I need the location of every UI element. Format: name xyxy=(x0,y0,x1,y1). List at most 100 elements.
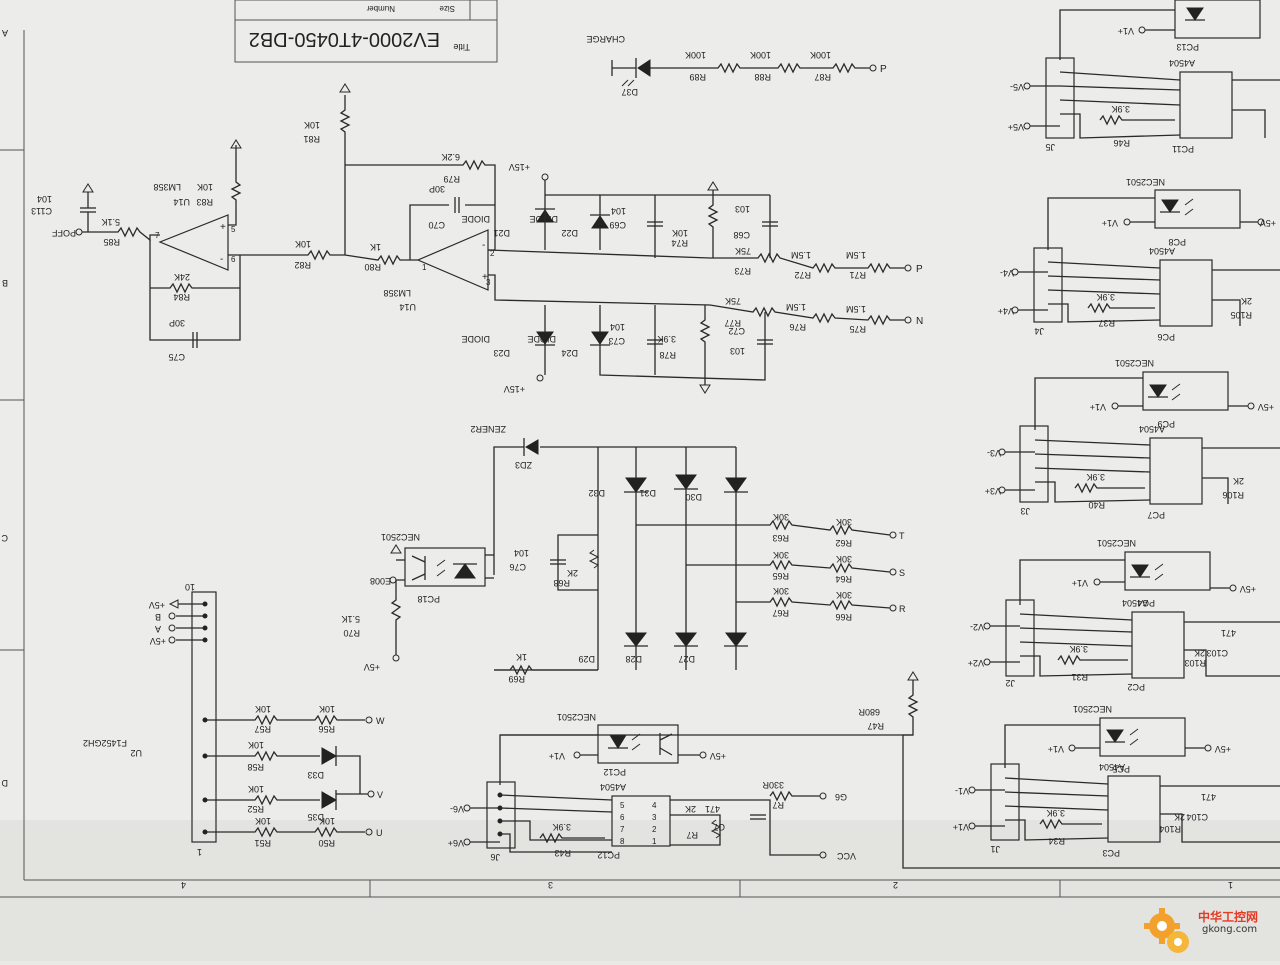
svg-text:C7: C7 xyxy=(713,822,725,832)
svg-text:D33: D33 xyxy=(307,770,324,780)
svg-text:NEC2501: NEC2501 xyxy=(1097,538,1136,548)
svg-text:A4504: A4504 xyxy=(1099,762,1125,772)
size-label: Size xyxy=(439,4,455,13)
svg-text:10K: 10K xyxy=(248,784,264,794)
svg-text:R63: R63 xyxy=(772,533,789,543)
drawing-title: EV2000-4T0450-DB2 xyxy=(249,28,440,50)
svg-text:NEC2501: NEC2501 xyxy=(1126,177,1165,187)
svg-text:PC9: PC9 xyxy=(1157,419,1175,429)
svg-text:V6-: V6- xyxy=(450,804,464,814)
svg-text:NEC2501: NEC2501 xyxy=(1115,358,1154,368)
zone-row-c: C xyxy=(1,533,8,543)
svg-text:C76: C76 xyxy=(509,562,526,572)
svg-text:471: 471 xyxy=(705,804,720,814)
svg-text:R81: R81 xyxy=(303,134,320,144)
svg-text:+5V: +5V xyxy=(150,636,166,646)
svg-text:F1452GH2: F1452GH2 xyxy=(83,738,127,748)
svg-text:D21: D21 xyxy=(493,228,510,238)
svg-text:+5V: +5V xyxy=(1260,218,1276,228)
svg-text:+: + xyxy=(482,272,488,283)
svg-text:10K: 10K xyxy=(197,182,213,192)
svg-text:30K: 30K xyxy=(773,550,789,560)
svg-text:PC2: PC2 xyxy=(1127,682,1145,692)
svg-text:V4-: V4- xyxy=(1000,268,1014,278)
svg-text:R85: R85 xyxy=(103,237,120,247)
svg-text:3.9K: 3.9K xyxy=(1086,472,1105,482)
opamp-u14-a-icon xyxy=(416,229,489,291)
svg-text:30K: 30K xyxy=(773,586,789,596)
charge-indicator: P 100K R87 100K R88 100K R89 CHARGE D37 xyxy=(586,34,887,97)
svg-text:J2: J2 xyxy=(1005,678,1015,688)
svg-text:U: U xyxy=(376,828,383,838)
svg-text:+5V: +5V xyxy=(1258,402,1274,412)
svg-text:P: P xyxy=(916,264,923,275)
driver-j5: PC13 V1+ J5 V5- V5+ 3.9K R46 A4504 PC11 xyxy=(1008,0,1280,154)
svg-text:8: 8 xyxy=(620,837,625,846)
svg-text:U2: U2 xyxy=(130,748,142,758)
svg-text:U14: U14 xyxy=(399,302,416,312)
svg-text:R47: R47 xyxy=(867,721,884,731)
svg-text:R57: R57 xyxy=(254,724,271,734)
svg-text:7: 7 xyxy=(620,825,625,834)
svg-text:2: 2 xyxy=(652,825,657,834)
svg-text:3.9K: 3.9K xyxy=(1046,808,1065,818)
poff-amplifier: + - 5 6 7 U14 LM358 10K R83 5.1K R85 POF… xyxy=(31,139,242,362)
zone-row-d: D xyxy=(1,778,8,788)
svg-text:6: 6 xyxy=(620,813,625,822)
svg-text:R66: R66 xyxy=(835,612,852,622)
optocoupler-pc18-icon xyxy=(404,547,486,587)
svg-text:3: 3 xyxy=(652,813,657,822)
svg-text:30K: 30K xyxy=(836,554,852,564)
svg-text:30K: 30K xyxy=(836,517,852,527)
svg-text:R70: R70 xyxy=(343,628,360,638)
driver-j4: NEC2501 PC8 V1+ +5V J4 V4- V4+ 3.9K R37 … xyxy=(998,177,1280,342)
svg-text:100K: 100K xyxy=(810,50,831,60)
svg-text:10K: 10K xyxy=(672,228,688,238)
opamp-u14-b-icon xyxy=(158,214,229,271)
svg-text:680R: 680R xyxy=(858,707,880,717)
svg-text:R72: R72 xyxy=(794,270,811,280)
svg-text:PC12: PC12 xyxy=(603,767,626,777)
svg-text:D23: D23 xyxy=(493,348,510,358)
driver-bottom-j6: NEC2501 PC12 V1+ +5V A4504 PC12 5 6 7 8 … xyxy=(448,671,1280,869)
svg-text:R105: R105 xyxy=(1230,310,1252,320)
svg-text:104: 104 xyxy=(610,322,625,332)
svg-text:3: 3 xyxy=(486,278,491,287)
svg-text:R51: R51 xyxy=(254,838,271,848)
zone-labels: A B C D 4 3 2 1 xyxy=(1,28,1233,890)
svg-text:10K: 10K xyxy=(248,740,264,750)
svg-text:G6: G6 xyxy=(835,792,847,802)
svg-text:471: 471 xyxy=(1221,628,1236,638)
svg-text:R73: R73 xyxy=(734,266,751,276)
svg-text:R71: R71 xyxy=(849,270,866,280)
svg-text:103: 103 xyxy=(730,346,745,356)
svg-text:1.5M: 1.5M xyxy=(791,250,811,260)
svg-text:R104: R104 xyxy=(1159,824,1181,834)
svg-text:POFF: POFF xyxy=(51,228,76,238)
svg-text:VCC: VCC xyxy=(836,851,856,861)
svg-text:ZD3: ZD3 xyxy=(515,460,532,470)
svg-text:V5+: V5+ xyxy=(1008,122,1024,132)
zone-row-a: A xyxy=(2,28,8,38)
svg-text:R83: R83 xyxy=(196,197,213,207)
svg-text:R40: R40 xyxy=(1088,500,1105,510)
svg-text:75K: 75K xyxy=(735,246,751,256)
zone-col-4: 4 xyxy=(181,880,186,890)
svg-text:D37: D37 xyxy=(621,87,638,97)
watermark-url: gkong.com xyxy=(1202,924,1258,935)
svg-text:R69: R69 xyxy=(508,674,525,684)
svg-text:-: - xyxy=(482,240,485,251)
svg-text:J6: J6 xyxy=(490,852,500,862)
svg-text:V5-: V5- xyxy=(1010,82,1024,92)
svg-text:U14: U14 xyxy=(173,197,190,207)
svg-text:D29: D29 xyxy=(578,654,595,664)
svg-text:1K: 1K xyxy=(516,652,527,662)
svg-text:PC12: PC12 xyxy=(597,850,620,860)
svg-text:2K: 2K xyxy=(1233,476,1244,486)
svg-text:C113: C113 xyxy=(31,206,52,216)
svg-text:A4504: A4504 xyxy=(1169,58,1195,68)
drawing-frame xyxy=(0,30,1280,898)
zone-col-2: 2 xyxy=(893,880,898,890)
svg-text:PC6: PC6 xyxy=(1157,332,1175,342)
svg-text:V3-: V3- xyxy=(987,448,1001,458)
